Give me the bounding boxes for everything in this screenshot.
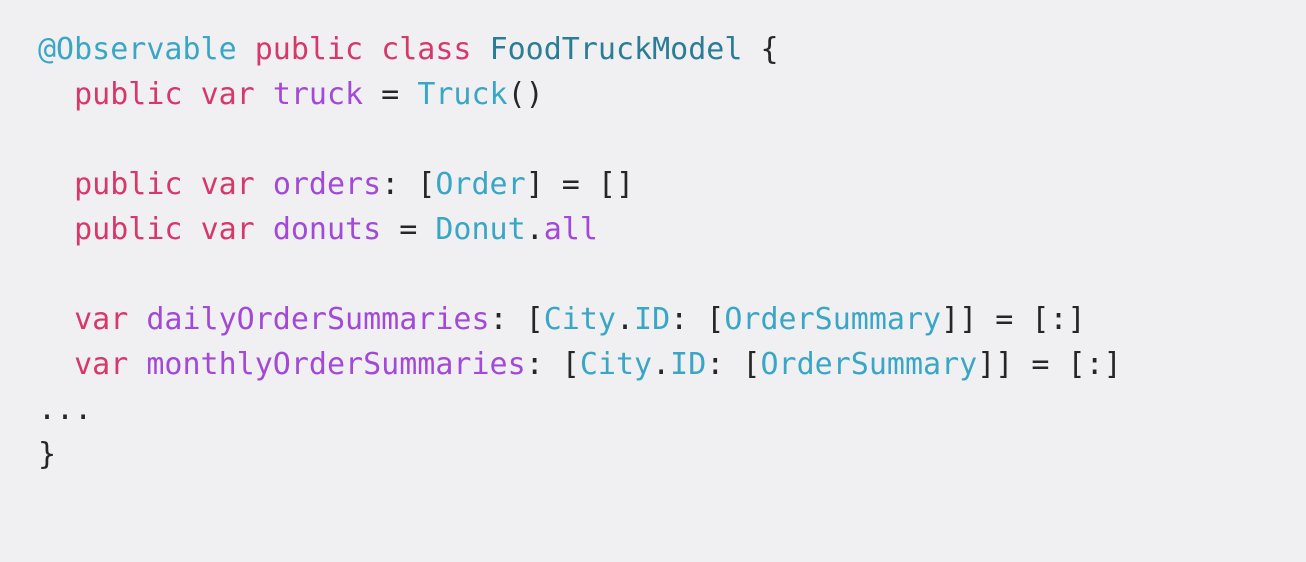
code-line: public var donuts = Donut.all <box>38 207 1122 252</box>
code-block: @Observable public class FoodTruckModel … <box>38 27 1122 477</box>
code-line <box>38 117 1122 162</box>
code-token-property: orders <box>272 167 382 202</box>
code-token-type: Donut <box>435 212 526 247</box>
code-token-type: City <box>543 302 616 337</box>
code-token-keyword: public <box>254 32 364 67</box>
code-token-keyword: public <box>74 167 183 202</box>
code-token-keyword: var <box>74 347 129 382</box>
code-token-attribute: @Observable <box>38 32 237 67</box>
code-line: ... <box>38 387 1122 432</box>
code-token-property: dailyOrderSummaries <box>146 302 490 337</box>
code-token-property: all <box>543 212 598 247</box>
code-token-plain <box>128 347 146 382</box>
code-token-plain <box>38 302 74 337</box>
code-token-plain: ... <box>38 392 93 427</box>
code-line: @Observable public class FoodTruckModel … <box>38 27 1122 72</box>
code-token-plain <box>38 167 74 202</box>
code-token-plain: . <box>525 212 544 247</box>
code-token-plain <box>38 212 74 247</box>
code-token-plain <box>255 167 273 202</box>
code-token-plain: = <box>363 77 418 112</box>
code-token-keyword: var <box>200 77 255 112</box>
code-token-plain <box>183 77 201 112</box>
code-token-plain: : [ <box>706 347 761 382</box>
code-token-plain <box>363 32 381 67</box>
code-line: } <box>38 432 1122 477</box>
code-token-plain: : [ <box>525 347 580 382</box>
code-token-keyword: public <box>74 77 183 112</box>
code-token-plain: : [ <box>670 302 725 337</box>
code-token-plain <box>255 212 273 247</box>
code-token-plain: } <box>38 437 57 472</box>
code-token-plain <box>237 32 255 67</box>
code-token-plain <box>255 77 273 112</box>
code-token-keyword: var <box>200 212 255 247</box>
code-token-type: City <box>579 347 653 382</box>
code-token-type: Order <box>435 167 526 202</box>
code-token-property: donuts <box>272 212 382 247</box>
code-token-plain: { <box>742 32 779 67</box>
code-token-type: OrderSummary <box>724 302 942 337</box>
code-token-property: truck <box>272 77 364 112</box>
code-token-type: ID <box>634 302 671 337</box>
code-line: public var orders: [Order] = [] <box>38 162 1122 207</box>
code-token-type: Truck <box>417 77 508 112</box>
code-token-plain: = <box>381 212 436 247</box>
code-line: var monthlyOrderSummaries: [City.ID: [Or… <box>38 342 1122 387</box>
code-token-plain: ]] = [:] <box>941 302 1086 337</box>
code-token-plain: . <box>652 347 671 382</box>
code-token-type: OrderSummary <box>760 347 978 382</box>
code-token-plain: . <box>615 302 635 337</box>
code-token-plain <box>38 77 74 112</box>
code-token-plain: ]] = [:] <box>977 347 1122 382</box>
code-line: var dailyOrderSummaries: [City.ID: [Orde… <box>38 297 1122 342</box>
code-token-plain <box>183 167 201 202</box>
code-token-keyword: var <box>74 302 129 337</box>
code-token-type: ID <box>670 347 707 382</box>
code-token-plain: () <box>507 77 544 112</box>
code-token-keyword: public <box>74 212 183 247</box>
code-token-plain <box>38 347 74 382</box>
code-token-plain: : [ <box>381 167 436 202</box>
code-line <box>38 252 1122 297</box>
code-token-keyword: var <box>200 167 255 202</box>
code-token-plain <box>128 302 146 337</box>
code-token-property: monthlyOrderSummaries <box>146 347 526 382</box>
code-line: public var truck = Truck() <box>38 72 1122 117</box>
code-token-plain <box>472 32 490 67</box>
code-token-plain <box>183 212 201 247</box>
code-token-plain: ] = [] <box>525 167 635 202</box>
code-token-plain: : [ <box>489 302 544 337</box>
code-token-keyword: class <box>381 32 472 67</box>
code-token-type-decl: FoodTruckModel <box>489 32 743 67</box>
